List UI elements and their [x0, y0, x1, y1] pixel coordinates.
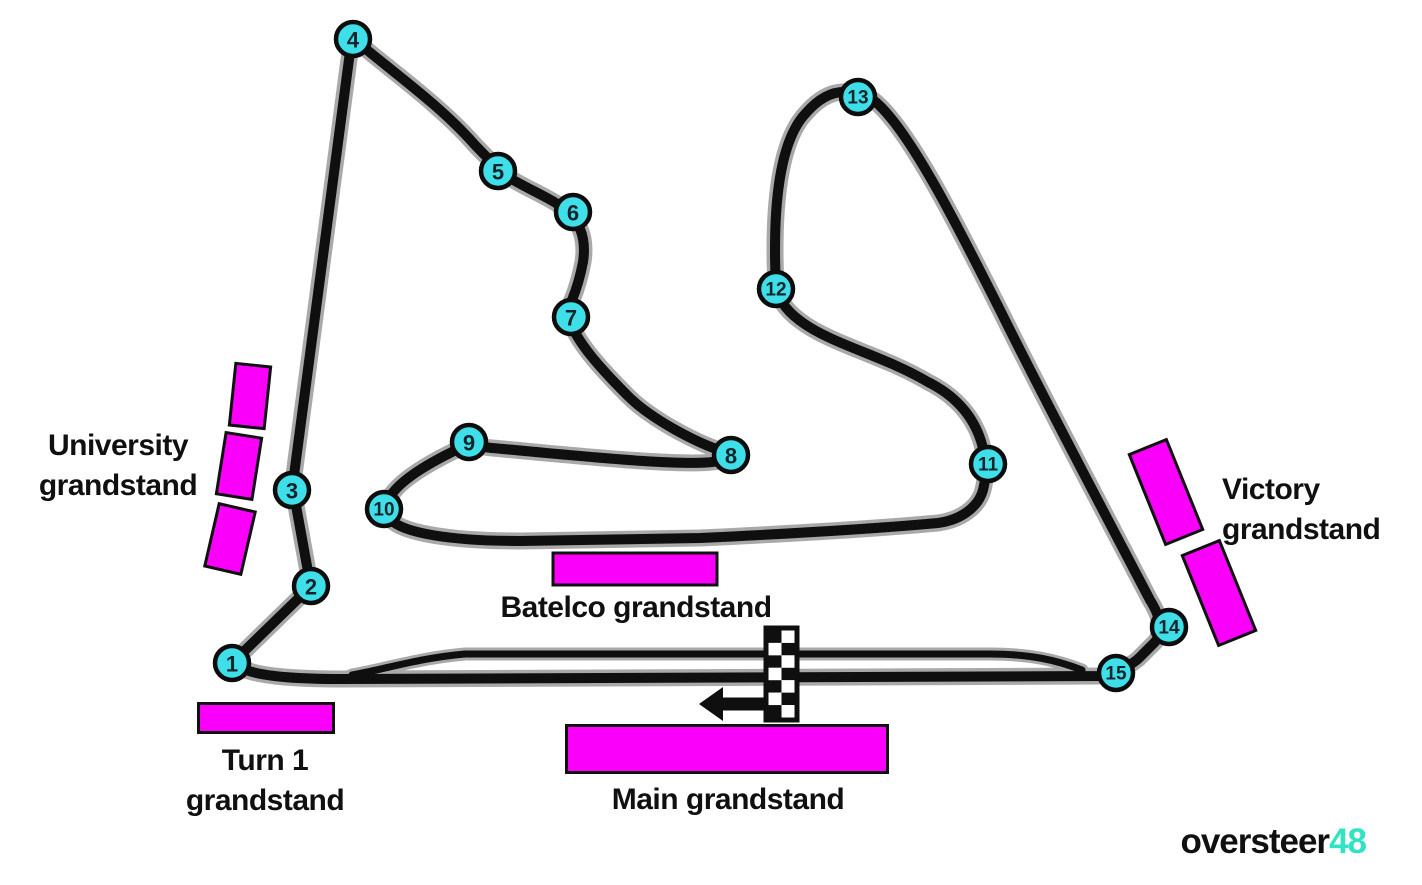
university-grandstand-block-1 — [227, 361, 273, 431]
flag-square — [768, 680, 782, 693]
start-finish-checkered-flag — [763, 625, 800, 723]
university-grandstand-block-2 — [214, 430, 264, 502]
flag-square — [781, 667, 795, 681]
turn-marker-1: 1 — [212, 643, 252, 683]
oversteer48-logo: oversteer48 — [1120, 822, 1367, 862]
flag-square — [768, 630, 782, 643]
flag-square — [781, 655, 795, 668]
turn-number: 3 — [286, 479, 298, 504]
main-grandstand-label: Main grandstand — [611, 783, 845, 816]
turn1-grandstand-block-1 — [197, 702, 335, 734]
turn-marker-circle — [756, 269, 796, 309]
label-line-2: grandstand — [38, 469, 198, 502]
label-line-2: grandstand — [185, 784, 345, 817]
turn-marker-circle — [333, 19, 373, 59]
turn-marker-circle — [291, 566, 331, 606]
turn-marker-12: 12 — [756, 269, 796, 309]
turn-marker-circle — [1149, 607, 1189, 647]
flag-square — [781, 692, 795, 706]
victory-grandstand-block-2 — [1180, 538, 1258, 648]
flag-square — [781, 680, 795, 693]
turn-marker-7: 7 — [551, 297, 591, 337]
flag-square — [781, 705, 795, 718]
label-line-1: University — [47, 429, 189, 462]
turn-number: 14 — [1158, 618, 1180, 639]
turn-marker-4: 4 — [333, 19, 373, 59]
turn-marker-6: 6 — [553, 192, 593, 232]
flag-square — [781, 630, 795, 643]
turn-number: 1 — [226, 652, 238, 677]
flag-square — [781, 642, 795, 656]
university-grandstand-block-3 — [202, 501, 258, 577]
main-grandstand-block-1 — [565, 724, 889, 774]
label-line-1: Turn 1 — [221, 744, 309, 777]
flag-square — [768, 667, 782, 681]
turn-marker-2: 2 — [291, 566, 331, 606]
logo-accent-text: 48 — [1329, 822, 1367, 861]
turn-marker-8: 8 — [711, 435, 751, 475]
turn-marker-3: 3 — [272, 470, 312, 510]
turn-number: 15 — [1105, 664, 1127, 685]
turn-marker-circle — [553, 192, 593, 232]
turn-number: 12 — [765, 280, 786, 301]
label-line-2: grandstand — [1222, 513, 1381, 546]
turn-marker-5: 5 — [478, 151, 518, 191]
pit-lane — [348, 650, 1086, 679]
turn-number: 13 — [847, 88, 868, 109]
turn-number: 5 — [492, 160, 504, 185]
flag-square — [768, 642, 782, 656]
turn-number: 2 — [305, 575, 317, 600]
flag-square — [768, 655, 782, 668]
batelco-grandstand-block-1 — [551, 551, 719, 587]
victory-grandstand-label: Victory grandstand — [1222, 470, 1422, 550]
turn-number: 9 — [463, 431, 475, 456]
turn-marker-circle — [212, 643, 252, 683]
turn-marker-circle — [364, 489, 404, 529]
batelco-grandstand-label: Batelco grandstand — [500, 591, 772, 624]
turn-marker-circle — [272, 470, 312, 510]
turn-number: 6 — [567, 201, 579, 226]
turn-marker-circle — [1096, 653, 1136, 693]
turn-marker-9: 9 — [449, 422, 489, 462]
turn-marker-circle — [838, 77, 878, 117]
flag-square — [768, 705, 782, 718]
turn-marker-circle — [478, 151, 518, 191]
flag-square — [768, 692, 782, 706]
turn-marker-circle — [551, 297, 591, 337]
turn-marker-13: 13 — [838, 77, 878, 117]
turn-marker-11: 11 — [968, 444, 1008, 484]
turn-number: 10 — [373, 500, 394, 521]
label-line-1: Victory — [1222, 473, 1320, 506]
turn-marker-14: 14 — [1149, 607, 1189, 647]
turn-marker-circle — [449, 422, 489, 462]
turn-number: 11 — [978, 455, 999, 476]
turn-marker-circle — [711, 435, 751, 475]
university-grandstand-label: University grandstand — [18, 426, 218, 506]
victory-grandstand-block-1 — [1127, 437, 1205, 547]
turn-1-grandstand-label: Turn 1 grandstand — [163, 741, 367, 821]
logo-text: oversteer — [1180, 822, 1330, 861]
race-direction-arrow — [699, 687, 764, 721]
turn-marker-10: 10 — [364, 489, 404, 529]
turn-marker-circle — [968, 444, 1008, 484]
turn-number: 8 — [725, 444, 737, 469]
turn-number: 7 — [565, 306, 577, 331]
turn-marker-15: 15 — [1096, 653, 1136, 693]
turn-number: 4 — [347, 28, 360, 53]
